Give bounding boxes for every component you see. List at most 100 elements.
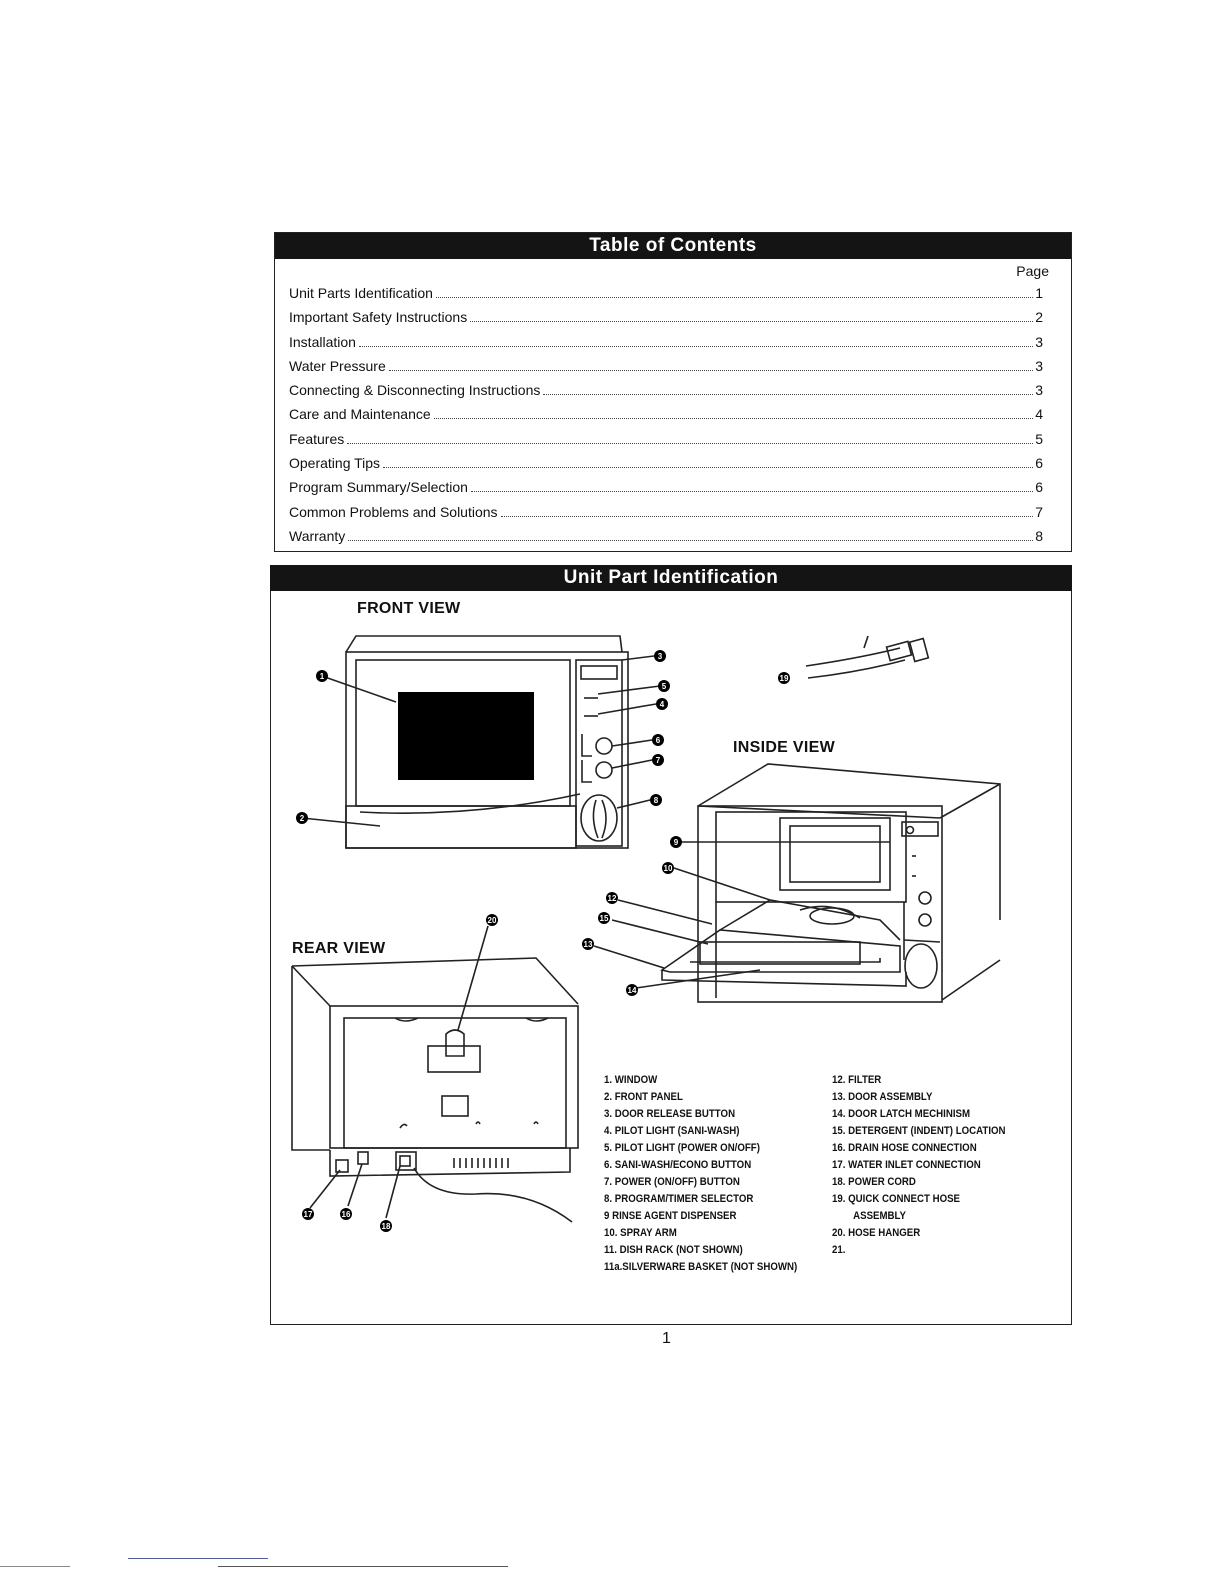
toc-entry-title: Program Summary/Selection: [289, 479, 468, 496]
callout-20: 20: [486, 914, 498, 926]
toc-entry: Installation 3: [289, 334, 1043, 358]
toc-entry-title: Water Pressure: [289, 357, 386, 374]
callout-6: 6: [652, 734, 664, 746]
legend-item: 1. WINDOW: [604, 1074, 658, 1086]
callout-18: 18: [380, 1220, 392, 1232]
toc-entry-title: Installation: [289, 333, 356, 350]
toc-leader-dots: [500, 515, 1034, 517]
legend-item: 4. PILOT LIGHT (SANI-WASH): [604, 1125, 740, 1137]
legend-item: 11a.SILVERWARE BASKET (NOT SHOWN): [604, 1261, 798, 1273]
toc-page-column-header: Page: [1016, 263, 1049, 279]
callout-15: 15: [598, 912, 610, 924]
svg-text:9: 9: [674, 838, 679, 847]
legend-item: 16. DRAIN HOSE CONNECTION: [832, 1142, 977, 1154]
unit-part-identification: Unit Part Identification: [270, 565, 1072, 1325]
upi-title: Unit Part Identification: [270, 565, 1072, 591]
footer-rule: [218, 1566, 508, 1567]
toc-entry: Warranty 8: [289, 528, 1043, 552]
callout-8: 8: [650, 794, 662, 806]
toc-entry: Connecting & Disconnecting Instructions 3: [289, 382, 1043, 406]
toc-entry-page: 8: [1035, 527, 1043, 544]
callout-2: 2: [296, 812, 308, 824]
toc-leader-dots: [470, 321, 1034, 323]
legend-item: 7. POWER (ON/OFF) BUTTON: [604, 1176, 740, 1188]
callout-9: 9: [670, 836, 682, 848]
toc-entry-page: 6: [1035, 455, 1043, 472]
rear-view-dishwasher: [291, 957, 579, 1223]
toc-entry-title: Operating Tips: [289, 455, 381, 472]
page-number: 1: [662, 1330, 671, 1347]
footer-rule-left: [0, 1566, 70, 1567]
toc-entry-page: 7: [1035, 503, 1043, 520]
quick-connect-hose: [805, 635, 930, 679]
toc-leader-dots: [348, 539, 1034, 541]
toc-entry: Important Safety Instructions 2: [289, 309, 1043, 333]
svg-text:12: 12: [608, 894, 617, 903]
legend-item: 19. QUICK CONNECT HOSE: [832, 1193, 961, 1205]
legend-item: 11. DISH RACK (NOT SHOWN): [604, 1244, 743, 1256]
svg-text:15: 15: [600, 914, 609, 923]
legend-item: 6. SANI-WASH/ECONO BUTTON: [604, 1159, 752, 1171]
toc-leader-dots: [435, 297, 1034, 298]
toc-title: Table of Contents: [275, 233, 1071, 259]
callout-4: 4: [656, 698, 668, 710]
svg-text:19: 19: [780, 674, 789, 683]
legend-item: 8. PROGRAM/TIMER SELECTOR: [604, 1193, 754, 1205]
callout-17: 17: [302, 1208, 314, 1220]
callout-10: 10: [662, 862, 674, 874]
toc-entry-page: 1: [1035, 285, 1043, 301]
toc-entry-title: Unit Parts Identification: [289, 285, 433, 301]
legend-item: 17. WATER INLET CONNECTION: [832, 1159, 981, 1171]
svg-text:6: 6: [656, 736, 661, 745]
svg-text:18: 18: [382, 1222, 391, 1231]
toc-entry: Common Problems and Solutions 7: [289, 504, 1043, 528]
toc-entry-title: Warranty: [289, 527, 346, 544]
legend-item: ASSEMBLY: [853, 1210, 907, 1222]
table-of-contents: Table of Contents Page Unit Parts Identi…: [274, 232, 1072, 552]
toc-entry: Features 5: [289, 431, 1043, 455]
svg-text:7: 7: [656, 756, 661, 765]
svg-text:17: 17: [304, 1210, 313, 1219]
toc-leader-dots: [543, 394, 1034, 396]
toc-entry-title: Features: [289, 430, 345, 447]
toc-entry-title: Common Problems and Solutions: [289, 503, 498, 520]
svg-text:4: 4: [660, 700, 665, 709]
legend-item: 2. FRONT PANEL: [604, 1091, 683, 1103]
toc-entry-title: Connecting & Disconnecting Instructions: [289, 382, 541, 399]
svg-text:1: 1: [320, 672, 325, 681]
toc-entry-page: 6: [1035, 479, 1043, 496]
toc-leader-dots: [470, 491, 1034, 493]
legend-item: 21.: [832, 1244, 846, 1256]
callout-19: 19: [778, 672, 790, 684]
toc-entry-page: 4: [1035, 406, 1043, 423]
callout-13: 13: [582, 938, 594, 950]
legend-item: 18. POWER CORD: [832, 1176, 916, 1188]
toc-entry-page: 5: [1035, 430, 1043, 447]
window-panel: [398, 692, 534, 780]
svg-text:5: 5: [662, 682, 667, 691]
toc-entry-page: 3: [1035, 333, 1043, 350]
svg-text:3: 3: [658, 652, 663, 661]
legend-item: 13. DOOR ASSEMBLY: [832, 1091, 933, 1103]
toc-leader-dots: [358, 345, 1034, 347]
legend-item: 15. DETERGENT (INDENT) LOCATION: [832, 1125, 1006, 1137]
callout-12: 12: [606, 892, 618, 904]
callout-16: 16: [340, 1208, 352, 1220]
svg-text:20: 20: [488, 916, 497, 925]
toc-entry-page: 2: [1035, 309, 1043, 326]
footer-rule-blue: [128, 1558, 268, 1559]
callout-14: 14: [626, 984, 638, 996]
legend-item: 12. FILTER: [832, 1074, 882, 1086]
legend-item: 9 RINSE AGENT DISPENSER: [604, 1210, 737, 1222]
inside-view-dishwasher: [660, 763, 1001, 1003]
toc-leader-dots: [433, 418, 1034, 420]
toc-entry-title: Important Safety Instructions: [289, 309, 468, 326]
toc-entry-page: 3: [1035, 382, 1043, 399]
svg-text:16: 16: [342, 1210, 351, 1219]
svg-text:13: 13: [584, 940, 593, 949]
